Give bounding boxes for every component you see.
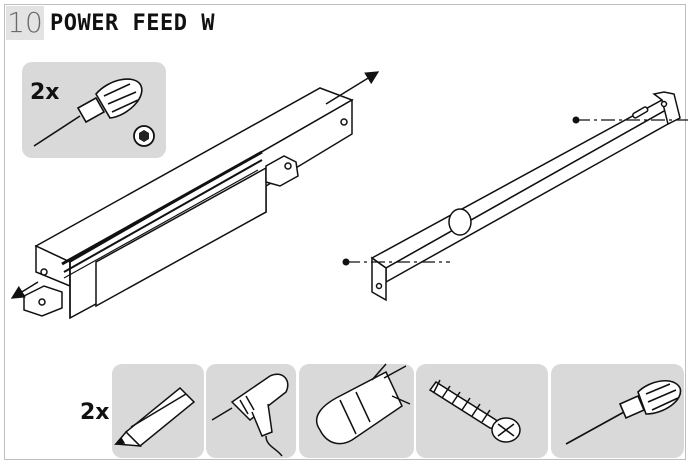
wall-plug-icon — [315, 363, 411, 445]
arrow-right — [325, 71, 380, 105]
drill-point-right — [572, 116, 580, 124]
instruction-frame — [4, 4, 686, 460]
power-feed-track-unit — [23, 87, 354, 320]
step-number: 10 — [6, 6, 44, 40]
screwdriver-icon — [565, 380, 682, 445]
screw-icon — [428, 379, 521, 443]
screwdriver-icon — [33, 78, 143, 147]
pencil-icon — [114, 386, 196, 448]
mounting-bracket — [370, 91, 681, 302]
drill-mark-lines — [346, 119, 688, 263]
step-title: POWER FEED W — [50, 11, 215, 36]
drill-point-left — [342, 258, 350, 266]
top-tool-quantity: 2x — [30, 80, 60, 105]
arrow-left — [10, 281, 39, 299]
bottom-tool-quantity: 2x — [80, 400, 110, 425]
drill-icon — [211, 373, 289, 457]
hex-bit-icon — [133, 125, 155, 147]
